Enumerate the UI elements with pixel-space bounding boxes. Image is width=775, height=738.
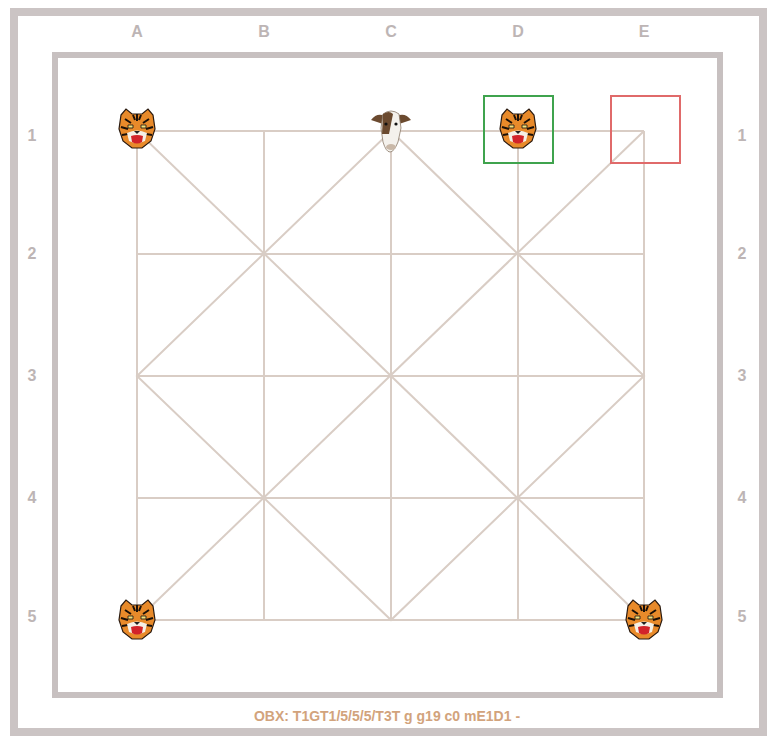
row-label: 1: [738, 127, 747, 145]
position-code: OBX: T1GT1/5/5/5/T3T g g19 c0 mE1D1 -: [254, 708, 520, 724]
row-label: 1: [28, 127, 37, 145]
outer-frame: [14, 12, 763, 732]
tiger-piece: [119, 600, 155, 639]
column-label: A: [131, 23, 143, 41]
row-label: 5: [28, 608, 37, 626]
column-label: D: [512, 23, 524, 41]
column-label: B: [258, 23, 270, 41]
tiger-piece: [626, 600, 662, 639]
row-label: 3: [738, 367, 747, 385]
row-label: 5: [738, 608, 747, 626]
row-label: 4: [28, 489, 37, 507]
column-label: C: [385, 23, 397, 41]
column-label: E: [639, 23, 650, 41]
move-from-highlight: [611, 96, 680, 163]
row-label: 2: [738, 245, 747, 263]
move-to-highlight: [484, 96, 553, 163]
row-label: 3: [28, 367, 37, 385]
goat-piece: [371, 111, 411, 152]
row-label: 2: [28, 245, 37, 263]
tiger-piece: [500, 109, 536, 148]
row-label: 4: [738, 489, 747, 507]
tiger-piece: [119, 109, 155, 148]
inner-frame: [55, 55, 720, 695]
board-grid: [137, 131, 644, 620]
